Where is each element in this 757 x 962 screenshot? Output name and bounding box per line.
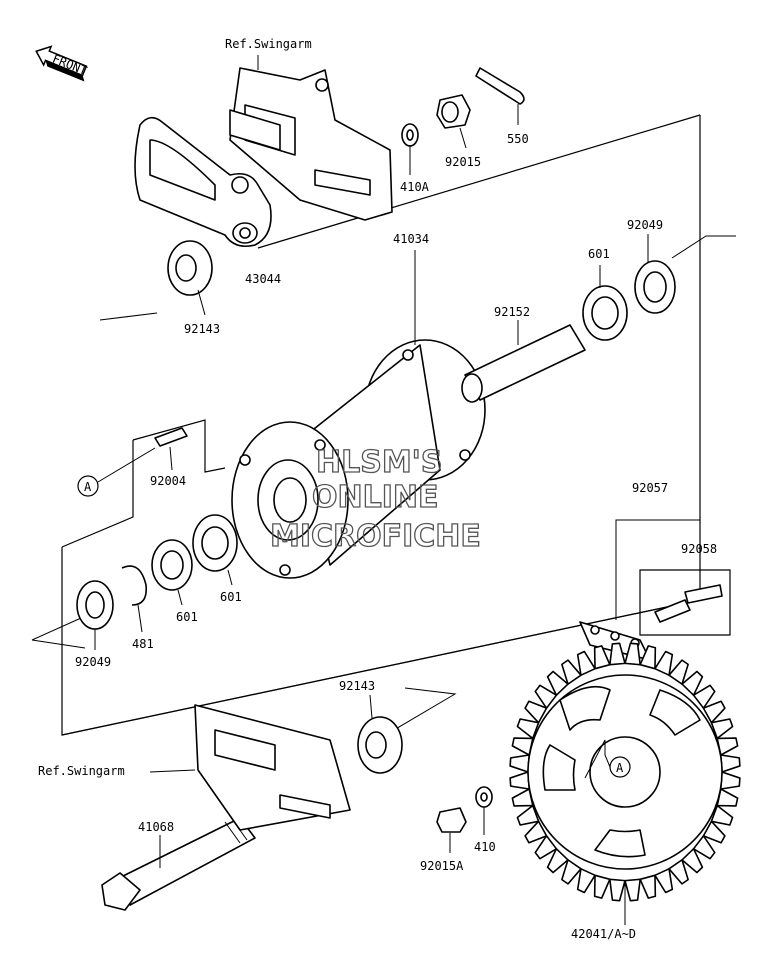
sprocket-tooth <box>624 878 641 902</box>
sprocket-tooth <box>576 867 596 894</box>
sprocket-tooth <box>593 645 611 670</box>
label-92004: 92004 <box>150 474 186 488</box>
sprocket-tooth <box>702 700 726 724</box>
sprocket-tooth <box>609 878 626 902</box>
watermark-line-1: HLSM'S <box>316 445 442 480</box>
chain-adjuster <box>134 116 272 248</box>
label-ref-swingarm-bottom: Ref.Swingarm <box>38 764 125 778</box>
front-arrow-icon: FRONT <box>35 45 89 82</box>
sprocket-tooth <box>534 684 558 709</box>
washer-410 <box>475 786 493 835</box>
sprocket-tooth <box>720 754 741 773</box>
bearing-601-top <box>582 265 628 341</box>
label-92143-top: 92143 <box>184 322 220 336</box>
sprocket-tooth <box>681 848 704 874</box>
seal-92049-bottom <box>76 580 114 650</box>
label-41068: 41068 <box>138 820 174 834</box>
sprocket-tooth <box>710 718 734 740</box>
sprocket-tooth <box>668 659 689 685</box>
label-92057: 92057 <box>632 481 668 495</box>
cotter-pin-550 <box>475 67 525 125</box>
sprocket-tooth <box>534 835 558 860</box>
part-labels: Ref.Swingarm 550 92015 410A 41034 43044 … <box>38 37 717 941</box>
master-link-92058 <box>639 569 731 636</box>
label-92152: 92152 <box>494 305 530 319</box>
sprocket-tooth <box>624 642 641 666</box>
circlip-481 <box>121 565 148 633</box>
watermark: HLSM'S ONLINE MICROFICHE <box>269 444 481 554</box>
spacer-92143-bottom <box>357 694 403 774</box>
sprocket-tooth <box>702 820 726 844</box>
sprocket-tooth <box>710 804 734 826</box>
spacer-92143-top <box>167 240 213 316</box>
sprocket-tooth <box>681 670 704 696</box>
label-43044: 43044 <box>245 272 281 286</box>
label-481: 481 <box>132 637 154 651</box>
sprocket-tooth <box>692 684 716 709</box>
label-601-left: 601 <box>176 610 198 624</box>
label-550: 550 <box>507 132 529 146</box>
label-92049-top: 92049 <box>627 218 663 232</box>
label-92143-bottom: 92143 <box>339 679 375 693</box>
seal-92049-top <box>634 234 676 314</box>
sprocket-tooth <box>593 874 611 899</box>
sprocket-tooth <box>524 700 548 724</box>
sprocket-tooth <box>639 645 657 670</box>
sprocket-tooth <box>561 859 582 885</box>
callout-a-left-text: A <box>84 480 92 494</box>
sprocket-tooth <box>516 804 540 826</box>
rear-hub-41034 <box>231 250 486 579</box>
collar-92152 <box>461 320 586 403</box>
sprocket-tooth <box>561 659 582 685</box>
swingarm-top <box>229 55 393 221</box>
sprocket-tooth <box>654 650 674 677</box>
sprocket-tooth <box>576 650 596 677</box>
label-410: 410 <box>474 840 496 854</box>
label-92015: 92015 <box>445 155 481 169</box>
sprocket-tooth <box>639 874 657 899</box>
label-601-top: 601 <box>588 247 610 261</box>
bearing-601-mid <box>192 514 238 586</box>
sprocket-tooth <box>509 754 530 773</box>
castle-nut-92015 <box>436 94 471 149</box>
label-ref-swingarm-top: Ref.Swingarm <box>225 37 312 51</box>
label-92049-bottom: 92049 <box>75 655 111 669</box>
callout-a-right: A <box>584 739 631 779</box>
watermark-line-2: ONLINE <box>312 480 439 515</box>
nut-92015a <box>436 807 467 853</box>
axle-41068 <box>101 817 256 911</box>
sprocket-tooth <box>609 642 626 666</box>
sprocket-tooth <box>668 859 689 885</box>
sprocket-tooth <box>654 867 674 894</box>
sprocket-tooth <box>516 718 540 740</box>
callout-a-right-text: A <box>616 761 624 775</box>
stud-92004 <box>154 427 188 471</box>
label-42041: 42041/A~D <box>571 927 636 941</box>
label-410a: 410A <box>400 180 430 194</box>
callout-a-left: A <box>77 447 156 497</box>
label-601-mid: 601 <box>220 590 242 604</box>
sprocket-tooth <box>546 670 569 696</box>
washer-410a <box>401 123 419 175</box>
sprocket-tooth <box>546 848 569 874</box>
label-92015a: 92015A <box>420 859 464 873</box>
assembly-outline <box>61 114 701 736</box>
watermark-line-3: MICROFICHE <box>270 519 481 554</box>
swingarm-bottom <box>149 704 351 831</box>
bearing-601-left <box>151 539 193 606</box>
sprocket-tooth <box>524 820 548 844</box>
sprocket-tooth <box>692 835 716 860</box>
label-92058: 92058 <box>681 542 717 556</box>
sprocket-tooth <box>509 771 530 790</box>
label-41034: 41034 <box>393 232 429 246</box>
sprocket-42041 <box>509 642 741 925</box>
sprocket-tooth <box>720 771 741 790</box>
